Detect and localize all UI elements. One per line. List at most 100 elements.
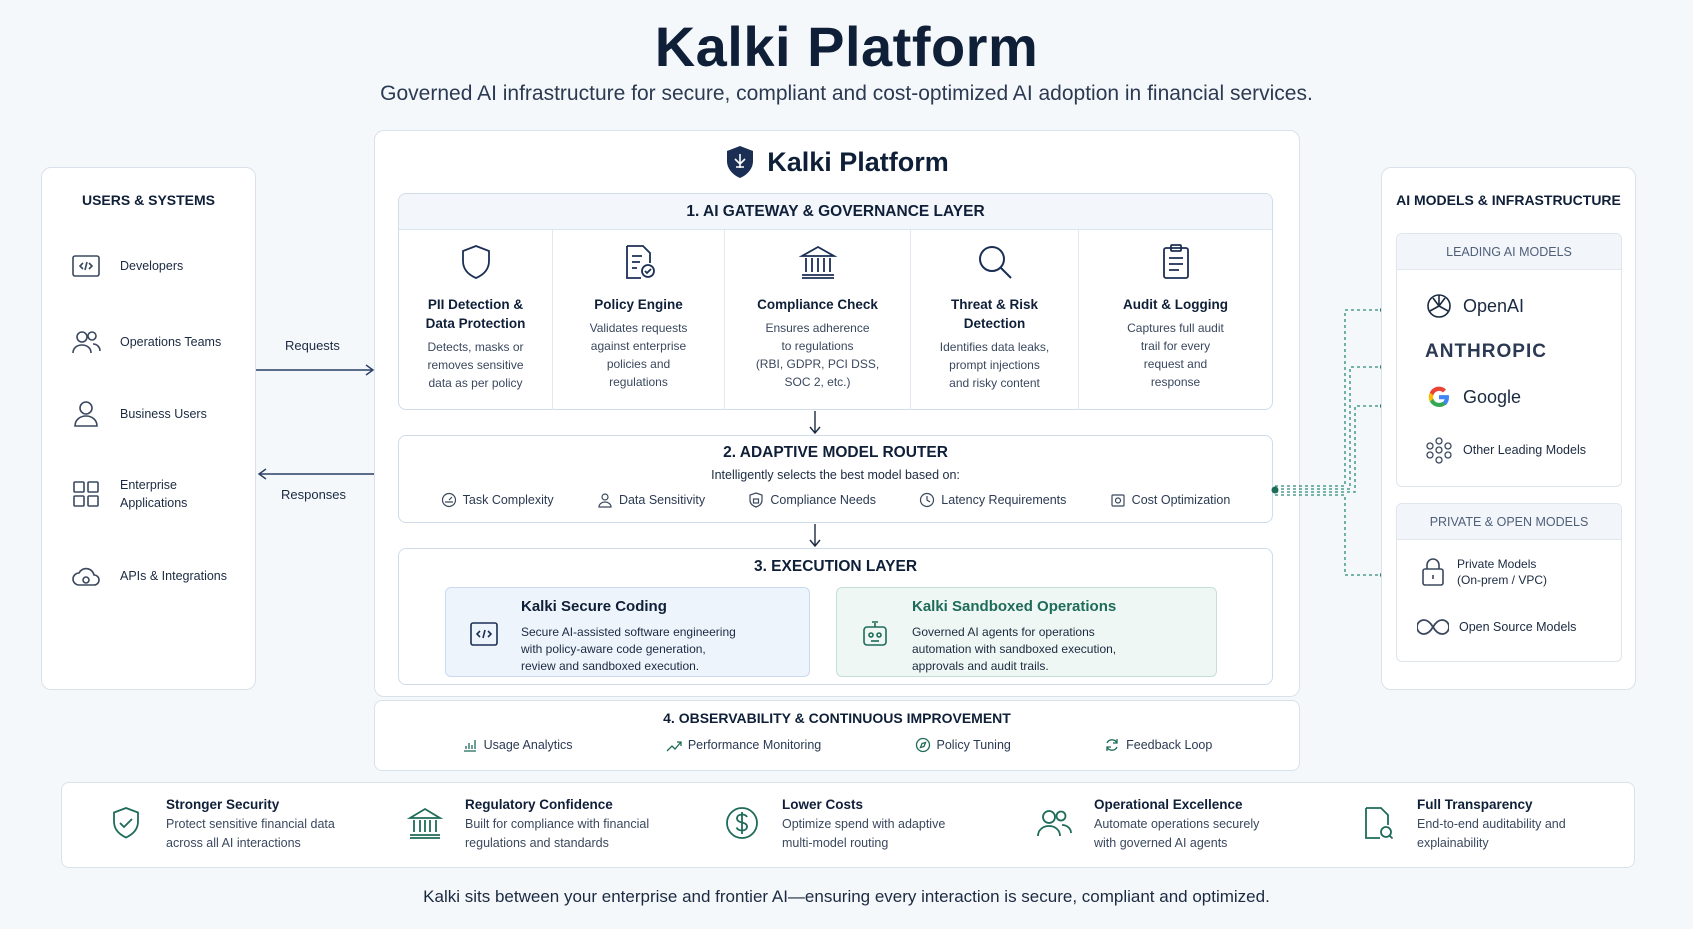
- obs-usage-analytics: Usage Analytics: [462, 737, 573, 753]
- leading-models-title: LEADING AI MODELS: [1397, 234, 1621, 270]
- gateway-layer-title: 1. AI GATEWAY & GOVERNANCE LAYER: [399, 194, 1272, 230]
- router-model-connectors: [1271, 307, 1386, 578]
- gateway-cell-title: Compliance Check: [757, 297, 878, 312]
- user-item-label: APIs & Integrations: [120, 569, 228, 583]
- benefit-title: Full Transparency: [1417, 797, 1533, 812]
- criteria-label: Data Sensitivity: [618, 493, 706, 507]
- user-item-label: Developers: [120, 259, 184, 273]
- secure-coding-card: Kalki Secure Coding Secure AI-assisted s…: [445, 587, 810, 677]
- obs-performance: Performance Monitoring: [666, 737, 821, 753]
- gateway-cell-title: PII Detection & Data Protection: [425, 297, 526, 331]
- bank-icon: [407, 807, 443, 839]
- users-panel-title: USERS & SYSTEMS: [81, 192, 216, 208]
- router-layer-desc: Intelligently selects the best model bas…: [711, 468, 960, 482]
- flow-arrows: [256, 364, 375, 480]
- obs-label: Policy Tuning: [936, 738, 1011, 752]
- user-item-label: Business Users: [120, 407, 207, 421]
- user-icon: [74, 401, 98, 427]
- execution-layer-title: 3. EXECUTION LAYER: [753, 558, 918, 575]
- bar-chart-icon: [463, 740, 476, 752]
- kalki-shield-logo-icon: [727, 146, 754, 178]
- obs-label: Feedback Loop: [1126, 738, 1213, 752]
- gateway-cell-desc: Identifies data leaks, prompt injections…: [939, 340, 1050, 390]
- platform-header: Kalki Platform: [374, 145, 1300, 179]
- model-anthropic: ANTHROPIC: [1425, 341, 1547, 363]
- responses-label: Responses: [281, 487, 347, 502]
- person-icon: [598, 493, 612, 508]
- benefit-title: Regulatory Confidence: [465, 797, 613, 812]
- benefit-regulatory: Regulatory Confidence Built for complian…: [407, 797, 649, 853]
- model-label: Google: [1463, 386, 1522, 407]
- models-panel: AI MODELS & INFRASTRUCTURE LEADING AI MO…: [1381, 167, 1636, 690]
- user-item-label: Enterprise Applications: [120, 478, 188, 510]
- footer-tagline: Kalki sits between your enterprise and f…: [423, 887, 1270, 906]
- criteria-label: Task Complexity: [462, 493, 554, 507]
- observability-layer-title: 4. OBSERVABILITY & CONTINUOUS IMPROVEMEN…: [663, 710, 1011, 726]
- dollar-icon: [726, 807, 758, 839]
- gateway-cell-policy: Policy Engine Validates requests against…: [553, 230, 725, 410]
- benefit-desc: Automate operations securely with govern…: [1094, 817, 1260, 850]
- openai-logo-icon: [1427, 294, 1451, 318]
- model-label: Private Models (On-prem / VPC): [1457, 557, 1548, 587]
- criteria-label: Compliance Needs: [770, 493, 876, 507]
- model-open-source: Open Source Models: [1417, 617, 1576, 637]
- arrow-down-icon: [809, 411, 821, 435]
- benefit-operational: Operational Excellence Automate operatio…: [1036, 797, 1259, 853]
- leading-models-panel: LEADING AI MODELS OpenAI ANTHROPIC Googl…: [1396, 233, 1622, 487]
- gateway-cell-desc: Ensures adherence to regulations (RBI, G…: [755, 321, 880, 389]
- router-layer-title: 2. ADAPTIVE MODEL ROUTER: [723, 444, 948, 461]
- models-panel-title: AI MODELS & INFRASTRUCTURE: [1396, 192, 1621, 208]
- benefit-title: Operational Excellence: [1094, 797, 1243, 812]
- gateway-cell-title: Audit & Logging: [1123, 297, 1228, 312]
- model-openai: OpenAI: [1425, 292, 1524, 320]
- secure-coding-title: Kalki Secure Coding: [521, 598, 667, 615]
- arrow-down-icon: [809, 524, 821, 548]
- robot-icon: [863, 621, 887, 646]
- gateway-cell-compliance: Compliance Check Ensures adherence to re…: [725, 230, 911, 410]
- shield-icon: [461, 245, 490, 279]
- sandboxed-ops-title: Kalki Sandboxed Operations: [912, 598, 1117, 615]
- benefit-desc: End-to-end auditability and explainabili…: [1417, 817, 1566, 850]
- google-logo-icon: [1428, 386, 1449, 408]
- criteria-task-complexity: Task Complexity: [441, 492, 554, 508]
- trend-icon: [666, 741, 682, 752]
- team-icon: [72, 331, 101, 354]
- criteria-compliance-needs: Compliance Needs: [748, 492, 876, 508]
- private-models-title: PRIVATE & OPEN MODELS: [1397, 504, 1621, 540]
- benefit-desc: Built for compliance with financial regu…: [465, 817, 650, 850]
- user-item-developers: Developers: [70, 250, 183, 282]
- obs-feedback-loop: Feedback Loop: [1104, 737, 1212, 753]
- gateway-cell-desc: Detects, masks or removes sensitive data…: [427, 340, 524, 390]
- model-label: Open Source Models: [1459, 620, 1577, 634]
- benefit-costs: Lower Costs Optimize spend with adaptive…: [724, 797, 945, 853]
- model-label: OpenAI: [1463, 295, 1525, 316]
- page-subtitle: Governed AI infrastructure for secure, c…: [380, 82, 1313, 105]
- criteria-latency: Latency Requirements: [919, 492, 1066, 508]
- benefit-transparency: Full Transparency End-to-end auditabilit…: [1359, 797, 1566, 853]
- user-item-apis: APIs & Integrations: [70, 560, 227, 592]
- benefit-title: Stronger Security: [166, 797, 280, 812]
- sandboxed-ops-card: Kalki Sandboxed Operations Governed AI a…: [836, 587, 1217, 677]
- execution-layer: 3. EXECUTION LAYER Kalki Secure Coding S…: [398, 548, 1273, 685]
- obs-label: Usage Analytics: [483, 738, 573, 752]
- compass-icon: [915, 737, 930, 753]
- model-google: Google: [1425, 383, 1521, 411]
- bank-icon: [798, 245, 837, 279]
- lock-shield-icon: [749, 492, 763, 508]
- refresh-icon: [1106, 739, 1118, 751]
- user-item-business: Business Users: [70, 398, 207, 430]
- criteria-cost: Cost Optimization: [1110, 492, 1231, 508]
- criteria-label: Cost Optimization: [1131, 493, 1231, 507]
- benefit-security: Stronger Security Protect sensitive fina…: [108, 797, 335, 853]
- benefits-strip: Stronger Security Protect sensitive fina…: [61, 782, 1635, 868]
- code-window-icon: [470, 622, 498, 646]
- clock-icon: [920, 492, 935, 508]
- model-private: Private Models (On-prem / VPC): [1419, 556, 1547, 588]
- users-systems-panel: USERS & SYSTEMS Developers Operations Te…: [41, 167, 256, 690]
- clipboard-icon: [1162, 244, 1189, 279]
- sandboxed-ops-desc: Governed AI agents for operations automa…: [912, 625, 1117, 673]
- obs-label: Performance Monitoring: [687, 738, 822, 752]
- gateway-cell-desc: Captures full audit trail for every requ…: [1127, 321, 1224, 389]
- model-other-leading: Other Leading Models: [1425, 436, 1586, 464]
- benefit-desc: Optimize spend with adaptive multi-model…: [782, 817, 946, 850]
